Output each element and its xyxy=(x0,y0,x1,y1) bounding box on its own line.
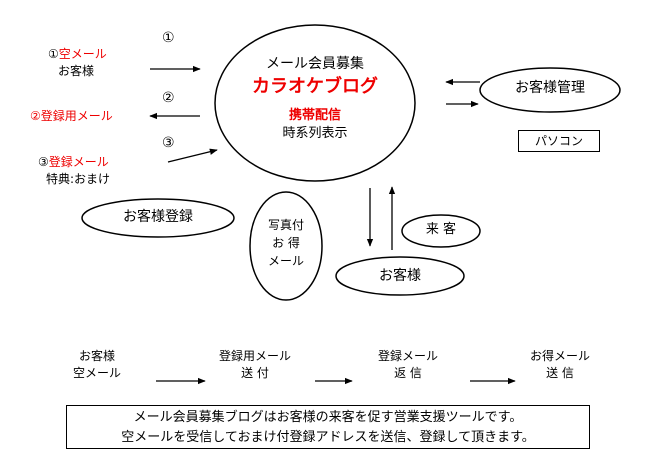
step3-text: 登録メール xyxy=(48,155,109,169)
bonus-ellipse xyxy=(249,191,323,301)
register-label: お客様登録 xyxy=(123,209,193,225)
manager-label: お客様管理 xyxy=(515,80,585,96)
center-ellipse xyxy=(214,24,416,182)
visit-label: 来 客 xyxy=(425,222,457,237)
manager-ellipse xyxy=(479,67,621,113)
center-line4: 時系列表示 xyxy=(282,126,348,141)
flow-step-2-line1: 登録用メール xyxy=(218,349,291,363)
step1-mark: ① xyxy=(48,47,59,61)
flow-step-3-line2: 返 信 xyxy=(394,366,422,380)
step3-label: ③登録メール xyxy=(38,155,109,170)
center-title: メール会員募集 xyxy=(266,56,364,72)
flow-step-4-line1: お得メール xyxy=(529,349,590,363)
step1-sub: お客様 xyxy=(58,64,95,78)
circle-num-1: ① xyxy=(162,30,175,46)
circle-num-2: ② xyxy=(162,90,175,106)
step3-mark: ③ xyxy=(38,155,49,169)
step2-text: 登録用メール xyxy=(40,109,113,123)
step3-sub: 特典:おまけ xyxy=(46,172,111,186)
bonus-line2: お 得 xyxy=(272,236,300,250)
description-line1: メール会員募集ブログはお客様の来客を促す営業支援ツールです。 xyxy=(133,410,523,425)
pc-box: パソコン xyxy=(518,130,600,152)
bonus-line1: 写真付 xyxy=(267,218,304,232)
step1-label: ①空メール xyxy=(48,47,107,62)
flow-step-4-line2: 送 信 xyxy=(546,366,574,380)
visit-ellipse xyxy=(401,214,481,248)
flow-step-3-line1: 登録メール xyxy=(377,349,438,363)
flow-step-1-line1: お客様 xyxy=(78,349,115,363)
bonus-line3: メール xyxy=(267,254,304,268)
customer-label: お客様 xyxy=(379,268,421,284)
step2-mark: ② xyxy=(30,109,41,123)
center-line3: 携帯配信 xyxy=(288,108,341,123)
description-line2: 空メールを受信しておまけ付登録アドレスを送信、登録して頂きます。 xyxy=(121,430,535,445)
step2-label: ②登録用メール xyxy=(30,109,113,124)
customer-ellipse xyxy=(335,256,465,296)
circle-num-3: ③ xyxy=(162,135,175,151)
arrow-step3 xyxy=(167,148,218,163)
center-brand: カラオケブログ xyxy=(252,76,378,97)
flow-step-2-line2: 送 付 xyxy=(241,366,269,380)
register-ellipse xyxy=(81,198,235,238)
step1-text: 空メール xyxy=(58,47,107,61)
description-box: メール会員募集ブログはお客様の来客を促す営業支援ツールです。 空メールを受信して… xyxy=(66,405,590,449)
flow-step-1-line2: 空メール xyxy=(72,366,121,380)
